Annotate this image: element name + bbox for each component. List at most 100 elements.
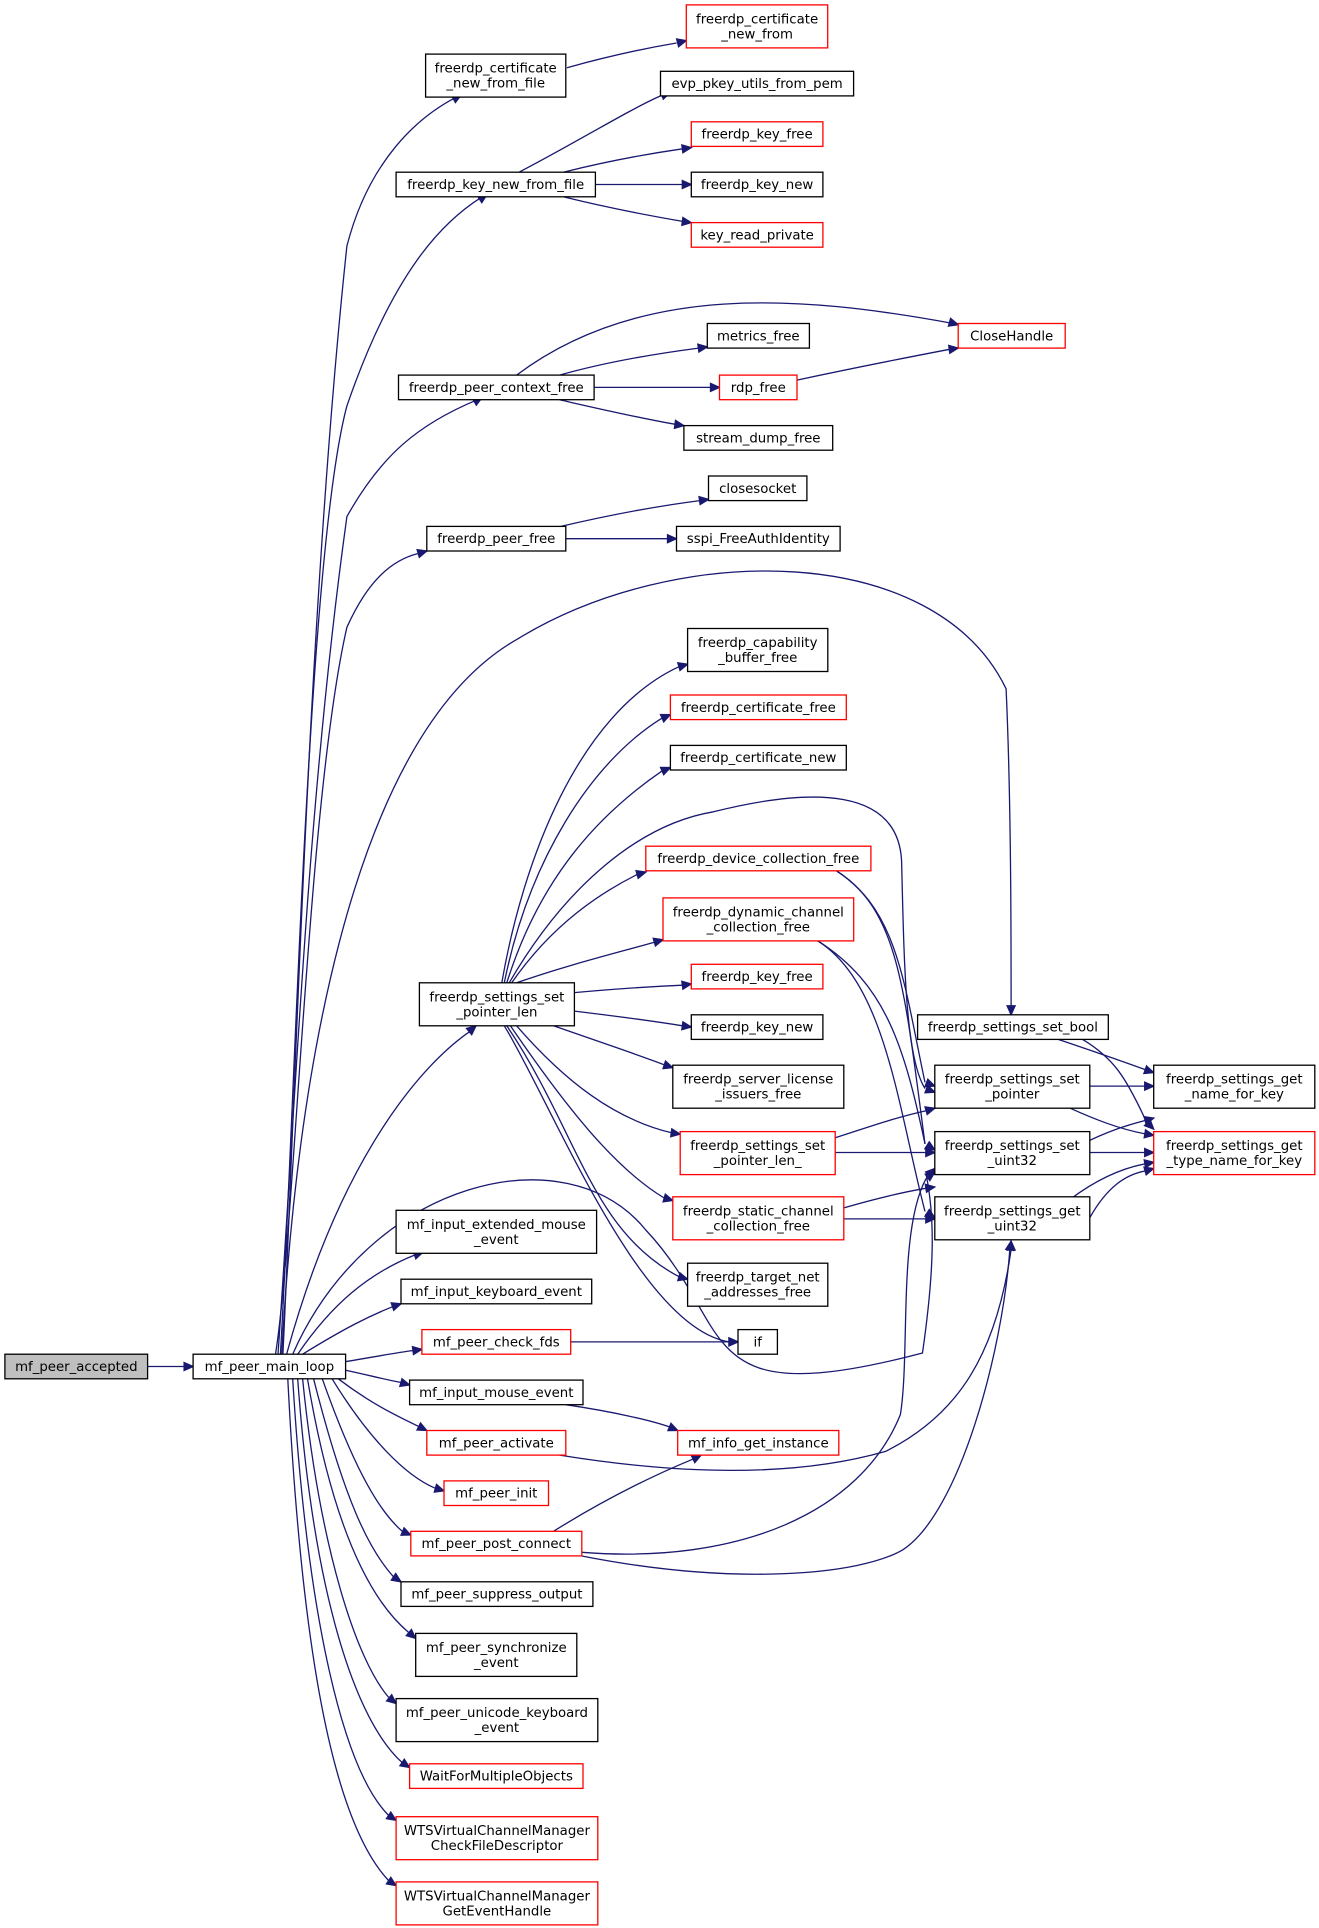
call-edge: [516, 1025, 682, 1138]
call-edge: [292, 1378, 398, 1822]
node-label: _event: [474, 1721, 520, 1736]
node-freerdp-peer-free[interactable]: freerdp_peer_free: [426, 525, 567, 552]
node-label: closesocket: [719, 482, 796, 497]
node-freerdp-server-license-issuers-free[interactable]: freerdp_server_license_issuers_free: [672, 1064, 845, 1109]
call-edge: [1089, 1166, 1156, 1219]
edges: [147, 38, 1156, 1887]
node-box: [408, 1763, 584, 1790]
arrowhead: [676, 662, 690, 672]
call-edge: [1069, 1107, 1156, 1139]
node-label: freerdp_capability: [698, 636, 818, 651]
node-stream-dump-free[interactable]: stream_dump_free: [683, 424, 834, 451]
node-mf-peer-synchronize-event[interactable]: mf_peer_synchronize_event: [415, 1632, 578, 1678]
node-label: mf_peer_post_connect: [422, 1537, 572, 1552]
node-mf-input-keyboard-event[interactable]: mf_input_keyboard_event: [400, 1278, 593, 1305]
node-freerdp-settings-set-uint32[interactable]: freerdp_settings_set_uint32: [934, 1130, 1091, 1176]
node-mf-peer-activate[interactable]: mf_peer_activate: [426, 1429, 567, 1456]
node-mf-info-get-instance[interactable]: mf_info_get_instance: [677, 1429, 840, 1456]
arrowhead: [924, 1171, 937, 1182]
node-freerdp-key-free-1[interactable]: freerdp_key_free: [690, 121, 824, 148]
node-freerdp-certificate-free[interactable]: freerdp_certificate_free: [669, 694, 847, 721]
node-wtsvirtualchannelmanagercheckfiledescriptor[interactable]: WTSVirtualChannelManagerCheckFileDescrip…: [395, 1816, 599, 1861]
call-edge: [518, 90, 672, 173]
node-sspi-freeauthidentity[interactable]: sspi_FreeAuthIdentity: [675, 525, 841, 552]
nodes: mf_peer_accepted mf_peer_main_loop freerdp…: [4, 4, 1316, 1926]
node-waitformultipleobjects[interactable]: WaitForMultipleObjects: [408, 1763, 584, 1790]
node-label: mf_input_keyboard_event: [411, 1285, 582, 1300]
node-freerdp-key-new-2[interactable]: freerdp_key_new: [690, 1014, 824, 1041]
node-freerdp-settings-set-pointer-len[interactable]: freerdp_settings_set_pointer_len: [418, 982, 576, 1027]
arrowhead: [924, 1078, 937, 1088]
node-freerdp-settings-get-uint32[interactable]: freerdp_settings_get_uint32: [934, 1196, 1091, 1241]
node-if[interactable]: if: [737, 1328, 779, 1355]
node-freerdp-settings-set-bool[interactable]: freerdp_settings_set_bool: [916, 1014, 1109, 1041]
call-edge: [595, 179, 693, 190]
node-label: freerdp_settings_set: [429, 990, 564, 1005]
node-label: freerdp_settings_get: [1166, 1073, 1303, 1088]
node-box: [645, 845, 872, 872]
node-evp-pkey-utils-from-pem[interactable]: evp_pkey_utils_from_pem: [659, 70, 855, 97]
node-box: [1153, 1130, 1316, 1176]
arrowhead: [411, 1345, 424, 1356]
node-rdp-free[interactable]: rdp_free: [718, 374, 798, 401]
node-box: [408, 1379, 584, 1406]
node-freerdp-settings-get-type-name-for-key[interactable]: freerdp_settings_get_type_name_for_key: [1153, 1130, 1316, 1176]
node-mf-peer-main-loop[interactable]: mf_peer_main_loop: [192, 1353, 347, 1380]
node-mf-peer-suppress-output[interactable]: mf_peer_suppress_output: [400, 1581, 594, 1608]
node-label: freerdp_settings_get: [1166, 1139, 1303, 1154]
node-label: freerdp_target_net: [696, 1271, 820, 1286]
arrowhead: [1144, 1147, 1156, 1158]
node-mf-peer-unicode-keyboard-event[interactable]: mf_peer_unicode_keyboard_event: [395, 1697, 599, 1743]
node-freerdp-settings-set-pointer-len-[interactable]: freerdp_settings_set_pointer_len_: [679, 1130, 836, 1176]
node-freerdp-key-free-2[interactable]: freerdp_key_free: [690, 963, 824, 990]
node-freerdp-dynamic-channel-collection-free[interactable]: freerdp_dynamic_channel_collection_free: [662, 897, 855, 942]
node-label: freerdp_settings_get: [944, 1204, 1081, 1219]
call-edge: [301, 1378, 398, 1705]
call-edge: [563, 144, 693, 173]
arrowhead: [669, 1127, 682, 1138]
node-label: stream_dump_free: [696, 431, 820, 446]
node-mf-peer-check-fds[interactable]: mf_peer_check_fds: [421, 1328, 572, 1355]
node-label: mf_peer_init: [455, 1487, 537, 1502]
node-mf-input-mouse-event[interactable]: mf_input_mouse_event: [408, 1379, 584, 1406]
node-mf-peer-post-connect[interactable]: mf_peer_post_connect: [410, 1530, 583, 1557]
call-edge: [516, 302, 960, 376]
node-closesocket[interactable]: closesocket: [707, 475, 808, 502]
call-edge: [321, 1378, 413, 1536]
arrowhead: [416, 548, 429, 559]
node-box: [395, 1816, 599, 1861]
node-freerdp-target-net-addresses-free[interactable]: freerdp_target_net_addresses_free: [686, 1262, 829, 1307]
node-key-read-private[interactable]: key_read_private: [690, 221, 824, 248]
call-edge: [287, 1378, 398, 1887]
arrowhead: [662, 1193, 675, 1203]
node-box: [934, 1130, 1091, 1176]
node-freerdp-device-collection-free[interactable]: freerdp_device_collection_free: [645, 845, 872, 872]
node-mf-peer-accepted[interactable]: mf_peer_accepted: [4, 1353, 149, 1380]
node-freerdp-peer-context-free[interactable]: freerdp_peer_context_free: [397, 374, 595, 401]
arrowhead: [1143, 1166, 1156, 1176]
node-freerdp-settings-set-pointer[interactable]: freerdp_settings_set_pointer: [934, 1064, 1091, 1109]
node-freerdp-capability-buffer-free[interactable]: freerdp_capability_buffer_free: [686, 627, 829, 673]
node-freerdp-certificate-new-from[interactable]: freerdp_certificate_new_from: [685, 4, 829, 49]
arrowhead: [947, 344, 960, 355]
node-mf-peer-init[interactable]: mf_peer_init: [443, 1480, 550, 1507]
arrowhead: [400, 1526, 413, 1536]
node-box: [418, 982, 576, 1027]
arrowhead: [1142, 1064, 1156, 1075]
node-closehandle[interactable]: CloseHandle: [957, 322, 1066, 349]
node-mf-input-extended-mouse-event[interactable]: mf_input_extended_mouse_event: [395, 1209, 598, 1254]
node-freerdp-key-new-from-file[interactable]: freerdp_key_new_from_file: [395, 171, 597, 198]
call-edge: [817, 940, 937, 1151]
node-freerdp-certificate-new[interactable]: freerdp_certificate_new: [669, 744, 847, 771]
node-freerdp-key-new-1[interactable]: freerdp_key_new: [690, 171, 824, 198]
node-box: [679, 1130, 836, 1176]
node-box: [690, 221, 824, 248]
node-metrics-free[interactable]: metrics_free: [706, 322, 811, 349]
node-label: mf_peer_main_loop: [205, 1360, 334, 1375]
node-freerdp-certificate-new-from-file[interactable]: freerdp_certificate_new_from_file: [424, 53, 567, 98]
node-box: [690, 171, 824, 198]
node-freerdp-static-channel-collection-free[interactable]: freerdp_static_channel_collection_free: [672, 1196, 845, 1241]
node-freerdp-settings-get-name-for-key[interactable]: freerdp_settings_get_name_for_key: [1153, 1064, 1316, 1109]
